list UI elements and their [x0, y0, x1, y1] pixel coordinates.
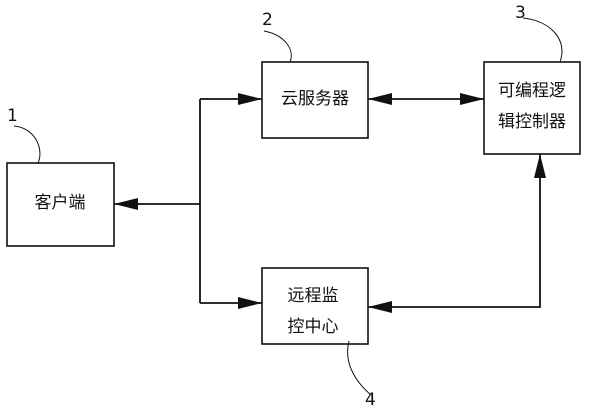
remote-monitor-ref-number: 4: [365, 390, 376, 410]
plc-box: [483, 61, 581, 155]
remote-monitor-label-line-1: 远程监: [288, 286, 339, 306]
cloud-server-leader-line: [263, 30, 292, 63]
cloud-server-box: [261, 61, 369, 139]
arrow-to-client: [114, 198, 138, 210]
arrow-to-remote-monitor-right: [368, 301, 392, 313]
arrow-cloud-end: [368, 93, 392, 105]
plc-label-line-1: 可编程逻: [498, 81, 566, 101]
client-box: [6, 162, 115, 247]
arrow-plc-end: [460, 93, 484, 105]
remote-monitor-label-line-2: 控中心: [288, 317, 339, 337]
plc-leader-line: [522, 17, 563, 63]
remote-monitor-leader-line: [347, 340, 372, 396]
monitor-plc-link-line: [368, 154, 541, 308]
client-leader-line: [13, 125, 41, 164]
plc-label-line-2: 辑控制器: [498, 112, 566, 132]
client-label: 客户端: [35, 193, 86, 213]
arrow-to-remote-monitor: [238, 297, 262, 309]
cloud-server-ref-number: 2: [262, 10, 273, 30]
remote-monitor-box: [261, 267, 369, 345]
cloud-server-label: 云服务器: [281, 89, 349, 109]
plc-ref-number: 3: [515, 3, 526, 23]
arrow-to-plc: [534, 154, 546, 178]
arrow-to-cloud-server: [238, 93, 262, 105]
client-ref-number: 1: [7, 106, 18, 126]
